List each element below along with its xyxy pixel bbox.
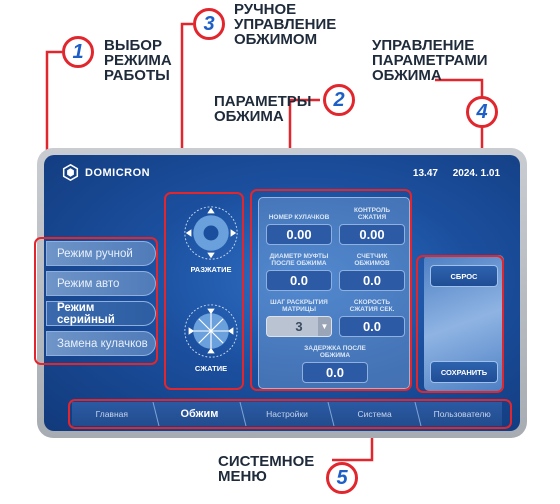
save-button[interactable]: СОХРАНИТЬ xyxy=(430,361,498,383)
callout-line: ОБЖИМОМ xyxy=(234,31,318,48)
mode-menu: Режим ручной Режим авто Режим серийный З… xyxy=(46,241,156,361)
chevron-down-icon[interactable]: ▼ xyxy=(318,317,331,336)
callout-line: СИСТЕМНОЕ xyxy=(218,453,315,470)
top-bar: DOMICRON 13.47 2024. 1.01 xyxy=(44,155,520,189)
tab-separator xyxy=(327,402,335,426)
param-label: ШАГ РАСКРЫТИЯ МАТРИЦЫ xyxy=(270,299,328,313)
callout-badge-5: 5 xyxy=(326,462,358,494)
callout-line: ОБЖИМА xyxy=(214,108,284,125)
opening-step-select[interactable]: 3 ▼ xyxy=(266,316,332,337)
close-label: СЖАТИЕ xyxy=(194,364,228,373)
sleeve-diameter-field[interactable]: 0.0 xyxy=(266,270,332,291)
open-label: РАЗЖАТИЕ xyxy=(190,265,232,274)
param-crimp-control: КОНТРОЛЬ СЖАТИЯ 0.00 xyxy=(339,206,405,245)
tab-crimp[interactable]: Обжим xyxy=(180,408,219,420)
reset-button[interactable]: СБРОС xyxy=(430,265,498,287)
mode-serial-button[interactable]: Режим серийный xyxy=(46,301,156,326)
callout-line: МЕНЮ xyxy=(218,468,267,485)
param-crimp-counter: СЧЕТЧИК ОБЖИМОВ 0.0 xyxy=(339,252,405,291)
crimp-params-panel: НОМЕР КУЛАЧКОВ 0.00 КОНТРОЛЬ СЖАТИЯ 0.00… xyxy=(258,197,410,389)
time-display: 13.47 xyxy=(412,168,438,179)
param-opening-step: ШАГ РАСКРЫТИЯ МАТРИЦЫ 3 ▼ xyxy=(266,298,332,337)
domicron-logo-icon xyxy=(62,164,79,181)
close-jog-button[interactable] xyxy=(183,303,239,359)
param-jaw-number: НОМЕР КУЛАЧКОВ 0.00 xyxy=(266,206,332,245)
highlight-mode-menu xyxy=(34,237,158,365)
tab-system[interactable]: Система xyxy=(357,409,392,419)
crimp-speed-field[interactable]: 0.0 xyxy=(339,316,405,337)
callout-line: УПРАВЛЕНИЕ xyxy=(234,16,337,33)
highlight-param-control xyxy=(416,255,504,393)
callout-badge-4: 4 xyxy=(466,96,498,128)
callout-line: УПРАВЛЕНИЕ xyxy=(372,37,475,54)
brand-logo: DOMICRON xyxy=(62,164,150,181)
mode-manual-button[interactable]: Режим ручной xyxy=(46,241,156,266)
device-frame: DOMICRON 13.47 2024. 1.01 Режим ручной Р… xyxy=(37,148,527,438)
highlight-system-menu xyxy=(68,399,512,429)
system-menu: Главная Обжим Настройки Система Пользова… xyxy=(72,402,502,426)
callout-badge-2: 2 xyxy=(323,84,355,116)
highlight-crimp-params xyxy=(250,189,412,391)
brand-name: DOMICRON xyxy=(85,166,151,179)
clock: 13.47 2024. 1.01 xyxy=(401,168,500,179)
param-label: СКОРОСТЬ СЖАТИЯ СЕК. xyxy=(349,299,395,313)
date-display: 2024. 1.01 xyxy=(452,168,500,179)
param-label: СЧЕТЧИК ОБЖИМОВ xyxy=(354,253,390,267)
tab-separator xyxy=(152,402,160,426)
callout-badge-1: 1 xyxy=(62,36,94,68)
crimp-control-field[interactable]: 0.00 xyxy=(339,224,405,245)
param-post-delay: ЗАДЕРЖКА ПОСЛЕ ОБЖИМА 0.0 xyxy=(302,344,368,383)
callout-line: ОБЖИМА xyxy=(372,67,442,84)
param-label: ДИАМЕТР МУФТЫ ПОСЛЕ ОБЖИМА xyxy=(269,253,329,267)
highlight-manual-control xyxy=(164,192,244,390)
tab-user[interactable]: Пользователю xyxy=(433,409,491,419)
param-label: КОНТРОЛЬ СЖАТИЯ xyxy=(353,207,391,221)
callout-line: РУЧНОЕ xyxy=(234,1,297,18)
param-control-panel: СБРОС СОХРАНИТЬ xyxy=(424,255,504,391)
tab-home[interactable]: Главная xyxy=(95,409,128,419)
mode-auto-button[interactable]: Режим авто xyxy=(46,271,156,296)
callout-line: ПАРАМЕТРЫ xyxy=(214,93,312,110)
param-label: НОМЕР КУЛАЧКОВ xyxy=(268,214,330,221)
manual-control-panel: РАЗЖАТИЕ СЖАТИЕ xyxy=(179,199,243,387)
tab-separator xyxy=(414,402,422,426)
callout-badge-3: 3 xyxy=(193,8,225,40)
param-label: ЗАДЕРЖКА ПОСЛЕ ОБЖИМА xyxy=(304,345,366,359)
param-sleeve-diameter: ДИАМЕТР МУФТЫ ПОСЛЕ ОБЖИМА 0.0 xyxy=(266,252,332,291)
callout-line: РАБОТЫ xyxy=(104,67,170,84)
callout-line: ВЫБОР xyxy=(104,37,162,54)
callout-line: РЕЖИМА xyxy=(104,52,172,69)
tab-separator xyxy=(239,402,247,426)
post-delay-field[interactable]: 0.0 xyxy=(302,362,368,383)
tab-settings[interactable]: Настройки xyxy=(266,409,308,419)
callout-line: ПАРАМЕТРАМИ xyxy=(372,52,488,69)
param-crimp-speed: СКОРОСТЬ СЖАТИЯ СЕК. 0.0 xyxy=(339,298,405,337)
mode-jaw-change-button[interactable]: Замена кулачков xyxy=(46,331,156,356)
hmi-screen: DOMICRON 13.47 2024. 1.01 Режим ручной Р… xyxy=(44,155,520,431)
crimp-counter-field[interactable]: 0.0 xyxy=(339,270,405,291)
jaw-number-field[interactable]: 0.00 xyxy=(266,224,332,245)
open-jog-button[interactable] xyxy=(183,205,239,261)
opening-step-value: 3 xyxy=(295,319,303,334)
